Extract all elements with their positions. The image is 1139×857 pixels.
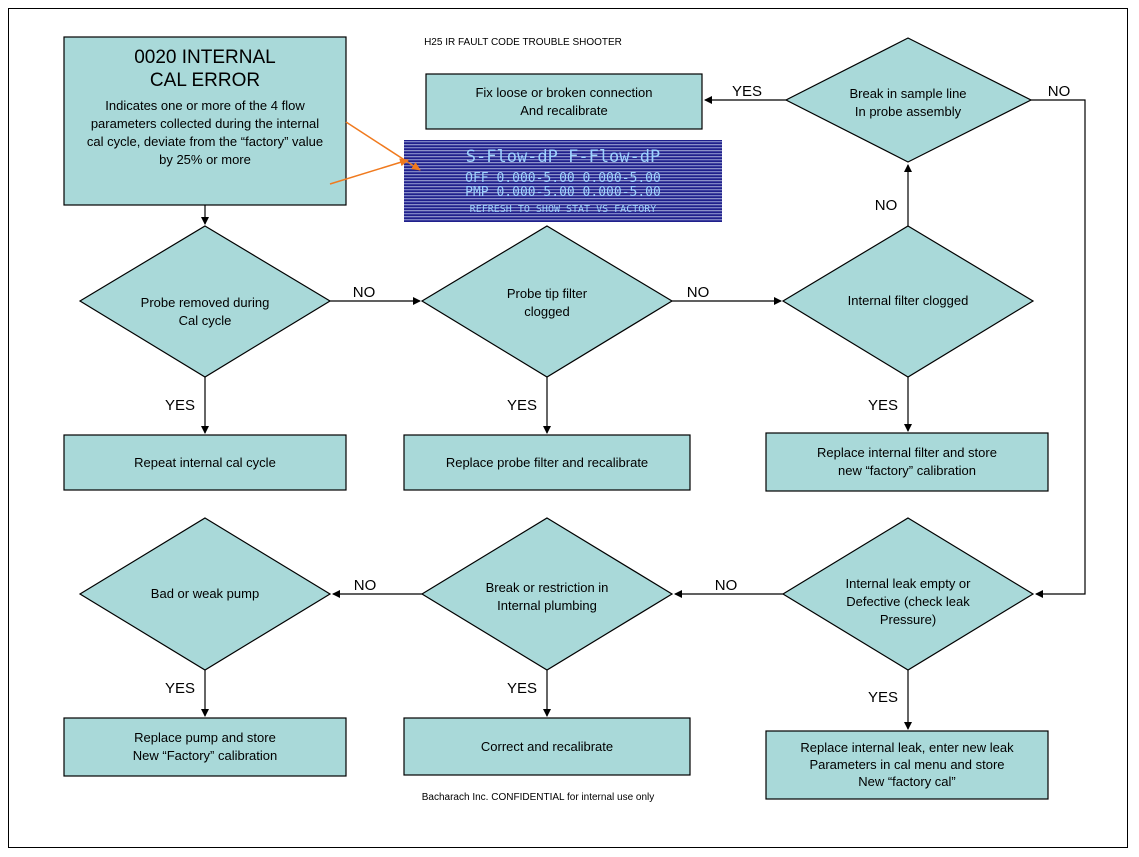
replace-internal-filter-box: Replace internal filter and store new “f… <box>765 432 1049 492</box>
start-body-line-4: by 25% or more <box>159 152 251 167</box>
repeat-cal-box: Repeat internal cal cycle <box>63 434 347 491</box>
display-scanline <box>404 189 722 191</box>
label-yes-2: YES <box>165 397 195 414</box>
display-scanline <box>404 153 722 155</box>
display-scanline <box>404 213 722 215</box>
display-scanline <box>404 174 722 176</box>
break-plumbing-line-2: Internal plumbing <box>497 598 597 613</box>
label-yes-3: YES <box>507 397 537 414</box>
display-scanline <box>404 219 722 221</box>
display-scanline <box>404 144 722 146</box>
display-scanline <box>404 192 722 194</box>
probe-removed-line-2: Cal cycle <box>179 313 232 328</box>
label-yes-1: YES <box>732 83 762 100</box>
break-sample-line-diamond: Break in sample line In probe assembly <box>784 37 1033 163</box>
replace-leak-line-3: New “factory cal” <box>858 774 956 789</box>
fix-connection-line-2: And recalibrate <box>520 103 607 118</box>
display-scanline <box>404 195 722 197</box>
label-no-3: NO <box>875 197 898 214</box>
label-no-6: NO <box>354 577 377 594</box>
label-no-1: NO <box>353 284 376 301</box>
replace-leak-line-2: Parameters in cal menu and store <box>809 757 1004 772</box>
footer-note: Bacharach Inc. CONFIDENTIAL for internal… <box>422 792 655 803</box>
start-body-line-2: parameters collected during the internal <box>91 116 319 131</box>
probe-tip-filter-line-1: Probe tip filter <box>507 286 588 301</box>
replace-probe-filter-box: Replace probe filter and recalibrate <box>403 434 691 491</box>
correct-recal-box: Correct and recalibrate <box>403 717 691 776</box>
display-scanline <box>404 141 722 143</box>
display-scanline <box>404 159 722 161</box>
display-line-3: PMP 0.000-5.00 0.000-5.00 <box>465 185 661 200</box>
replace-pump-line-1: Replace pump and store <box>134 730 276 745</box>
display-scanline <box>404 207 722 209</box>
label-yes-6: YES <box>507 680 537 697</box>
start-title-line-2: CAL ERROR <box>150 70 260 91</box>
replace-leak-line-1: Replace internal leak, enter new leak <box>800 740 1014 755</box>
start-body-line-3: cal cycle, deviate from the “factory” va… <box>87 134 323 149</box>
edge-break-sample-no <box>1031 99 1086 598</box>
start-box: 0020 INTERNAL CAL ERROR Indicates one or… <box>63 36 347 206</box>
label-yes-7: YES <box>868 689 898 706</box>
probe-tip-filter-line-2: clogged <box>524 304 570 319</box>
fix-connection-line-1: Fix loose or broken connection <box>475 85 652 100</box>
internal-leak-line-3: Pressure) <box>880 612 936 627</box>
replace-pump-line-2: New “Factory” calibration <box>133 748 278 763</box>
internal-filter-diamond: Internal filter clogged <box>781 225 1035 378</box>
display-scanline <box>404 162 722 164</box>
start-body-line-1: Indicates one or more of the 4 flow <box>105 98 305 113</box>
diagram-title: H25 IR FAULT CODE TROUBLE SHOOTER <box>424 37 622 48</box>
display-scanline <box>404 204 722 206</box>
display-scanlines <box>404 141 722 221</box>
display-line-1: S-Flow-dP F-Flow-dP <box>466 147 660 167</box>
replace-probe-filter-line-1: Replace probe filter and recalibrate <box>446 455 648 470</box>
replace-internal-filter-line-2: new “factory” calibration <box>838 463 976 478</box>
display-line-2: OFF 0.000-5.00 0.000-5.00 <box>465 171 661 186</box>
repeat-cal-line-1: Repeat internal cal cycle <box>134 455 276 470</box>
probe-removed-diamond: Probe removed during Cal cycle <box>78 225 332 378</box>
start-title-line-1: 0020 INTERNAL <box>134 47 276 68</box>
break-sample-line-1: Break in sample line <box>849 86 966 101</box>
page-border <box>8 8 1128 848</box>
probe-tip-filter-diamond: Probe tip filter clogged <box>420 225 674 378</box>
label-yes-4: YES <box>868 397 898 414</box>
replace-internal-filter-line-1: Replace internal filter and store <box>817 445 997 460</box>
label-no-2: NO <box>687 284 710 301</box>
display-scanline <box>404 186 722 188</box>
internal-leak-diamond: Internal leak empty or Defective (check … <box>781 517 1035 671</box>
label-yes-5: YES <box>165 680 195 697</box>
correct-recal-line-1: Correct and recalibrate <box>481 739 613 754</box>
bad-pump-line-1: Bad or weak pump <box>151 586 259 601</box>
display-scanline <box>404 147 722 149</box>
display-scanline <box>404 156 722 158</box>
break-plumbing-line-1: Break or restriction in <box>486 580 609 595</box>
display-scanline <box>404 165 722 167</box>
display-scanline <box>404 201 722 203</box>
display-scanline <box>404 150 722 152</box>
display-scanline <box>404 210 722 212</box>
display-scanline <box>404 183 722 185</box>
replace-leak-box: Replace internal leak, enter new leak Pa… <box>765 730 1049 800</box>
replace-pump-box: Replace pump and store New “Factory” cal… <box>63 717 347 777</box>
internal-filter-line-1: Internal filter clogged <box>848 293 969 308</box>
display-scanline <box>404 180 722 182</box>
internal-leak-line-2: Defective (check leak <box>846 594 970 609</box>
bad-pump-diamond: Bad or weak pump <box>78 517 332 671</box>
display-scanline <box>404 168 722 170</box>
break-sample-line-2: In probe assembly <box>855 104 962 119</box>
display-scanline <box>404 216 722 218</box>
label-no-4: NO <box>1048 83 1071 100</box>
display-line-4: REFRESH TO SHOW STAT VS FACTORY <box>470 204 657 215</box>
label-no-5: NO <box>715 577 738 594</box>
instrument-display: S-Flow-dP F-Flow-dP OFF 0.000-5.00 0.000… <box>404 140 722 222</box>
annotation-arrow-2 <box>329 158 409 185</box>
break-plumbing-diamond: Break or restriction in Internal plumbin… <box>420 517 674 671</box>
display-scanline <box>404 177 722 179</box>
internal-leak-line-1: Internal leak empty or <box>845 576 971 591</box>
display-scanline <box>404 198 722 200</box>
display-scanline <box>404 171 722 173</box>
probe-removed-line-1: Probe removed during <box>141 295 270 310</box>
fix-connection-box: Fix loose or broken connection And recal… <box>425 73 703 130</box>
